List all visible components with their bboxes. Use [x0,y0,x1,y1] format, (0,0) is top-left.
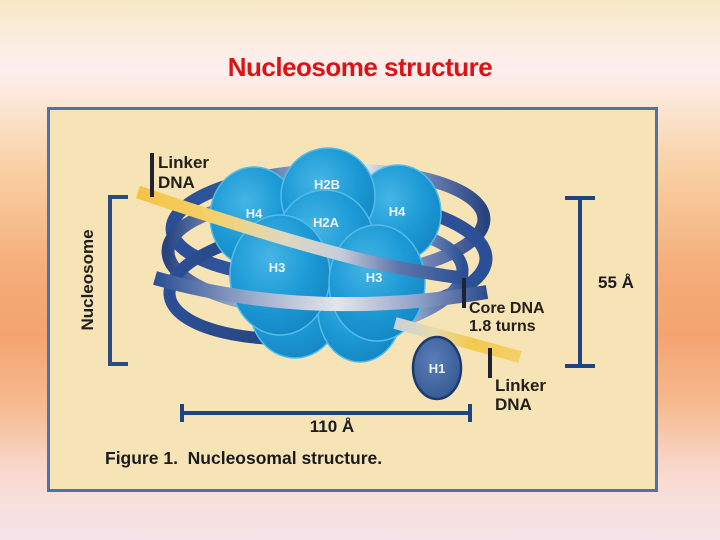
histone-label-h4-left: H4 [246,206,263,221]
histone-label-h1: H1 [429,361,446,376]
histone-label-h2b: H2B [314,177,340,192]
label-core-dna-1: Core DNA [469,300,545,317]
measure-55 [565,196,595,368]
slide-title: Nucleosome structure [227,52,493,82]
histone-label-h3-right: H3 [366,270,383,285]
linker-dna-ribbon-exit [393,317,522,363]
measure-110-label: 110 Å [310,417,354,436]
nucleosome-bracket [108,195,128,366]
nucleosome-diagram: H4 H2B H4 H2A H3 H3 H1 Nucleosome Linker… [78,147,634,468]
label-linker-dna-bottom-2: DNA [495,395,532,414]
histone-label-h4-right: H4 [389,204,406,219]
measure-55-label: 55 Å [598,273,634,292]
measure-110 [180,404,472,422]
histone-h1-shape [411,335,463,401]
label-linker-dna-top-2: DNA [158,173,195,192]
histone-label-h2a: H2A [313,215,340,230]
figure-caption: Figure 1. Nucleosomal structure. [105,448,382,468]
histone-labels: H4 H2B H4 H2A H3 H3 [246,177,406,285]
dna-front-band [153,271,489,312]
linker-dna-ribbon-entry [135,185,465,285]
figure-panel: H4 H2B H4 H2A H3 H3 H1 Nucleosome Linker… [47,107,658,492]
label-linker-dna-top-1: Linker [158,153,209,172]
nucleosome-bracket-label: Nucleosome [78,229,97,330]
label-linker-dna-bottom-1: Linker [495,376,546,395]
histone-label-h3-left: H3 [269,260,286,275]
label-core-dna-2: 1.8 turns [469,318,536,335]
